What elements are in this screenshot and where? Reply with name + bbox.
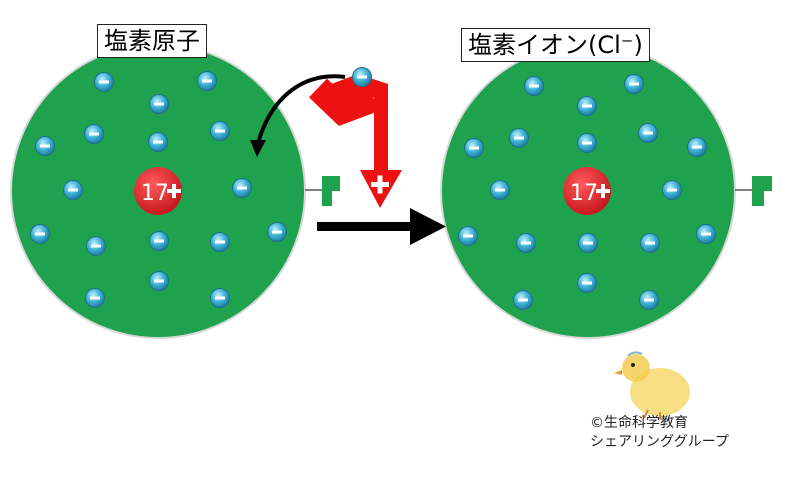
electron-minus-icon — [662, 180, 682, 200]
electron-minus-icon — [85, 288, 105, 308]
electron-minus-icon — [149, 231, 169, 251]
electron-minus-icon — [577, 96, 597, 116]
electron-minus-icon — [458, 226, 478, 246]
credit-line-2: シェアリンググループ — [590, 434, 729, 450]
electron-minus-icon — [624, 74, 644, 94]
electron-minus-icon — [352, 67, 372, 87]
electron-capture-arrow — [250, 74, 346, 157]
electron-minus-icon — [232, 178, 252, 198]
electron-minus-icon — [210, 232, 230, 252]
credit: ©生命科学教育 シェアリンググループ — [590, 414, 729, 452]
electron-minus-icon — [63, 180, 83, 200]
electron-minus-icon — [210, 121, 230, 141]
charge-arrow-icon — [309, 74, 402, 208]
electron-minus-icon — [578, 233, 598, 253]
electron-minus-icon — [696, 224, 716, 244]
electron-minus-icon — [516, 233, 536, 253]
electron-minus-icon — [149, 94, 169, 114]
electron-minus-icon — [35, 136, 55, 156]
atom-electron-shell — [30, 71, 287, 308]
chloride-ion: 17 — [440, 43, 736, 339]
electron-minus-icon — [210, 288, 230, 308]
electron-minus-icon — [639, 290, 659, 310]
electron-minus-icon — [513, 290, 533, 310]
chick-icon — [614, 351, 690, 419]
reaction-arrow-icon — [317, 208, 446, 245]
electron-minus-icon — [30, 224, 50, 244]
atom-title: 塩素原子 — [97, 24, 207, 58]
electron-minus-icon — [490, 180, 510, 200]
electron-minus-icon — [577, 133, 597, 153]
electron-minus-icon — [524, 76, 544, 96]
electron-minus-icon — [464, 138, 484, 158]
plus-icon — [167, 184, 181, 198]
electron-minus-icon — [149, 271, 169, 291]
valence-slot-atom — [305, 176, 340, 206]
electron-minus-icon — [509, 128, 529, 148]
plus-icon — [371, 175, 389, 194]
electron-minus-icon — [687, 137, 707, 157]
ion-electron-shell — [458, 74, 716, 310]
electron-minus-icon — [86, 236, 106, 256]
chlorine-atom: 17 — [10, 43, 306, 339]
electron-minus-icon — [577, 273, 597, 293]
valence-slot-ion — [735, 176, 772, 206]
electron-minus-icon — [267, 222, 287, 242]
atom-nucleus: 17 — [134, 167, 182, 215]
electron-minus-icon — [84, 124, 104, 144]
electron-minus-icon — [638, 123, 658, 143]
electron-minus-icon — [148, 132, 168, 152]
plus-icon — [596, 184, 610, 198]
ion-nucleus: 17 — [563, 167, 611, 215]
ion-title: 塩素イオン(Cl⁻) — [461, 28, 650, 62]
credit-line-1: ©生命科学教育 — [590, 415, 688, 431]
nucleus-number: 17 — [141, 181, 169, 206]
electron-minus-icon — [640, 233, 660, 253]
electron-minus-icon — [197, 71, 217, 91]
ion-nucleus-number: 17 — [570, 181, 598, 206]
free-electron — [352, 67, 372, 87]
electron-minus-icon — [94, 72, 114, 92]
